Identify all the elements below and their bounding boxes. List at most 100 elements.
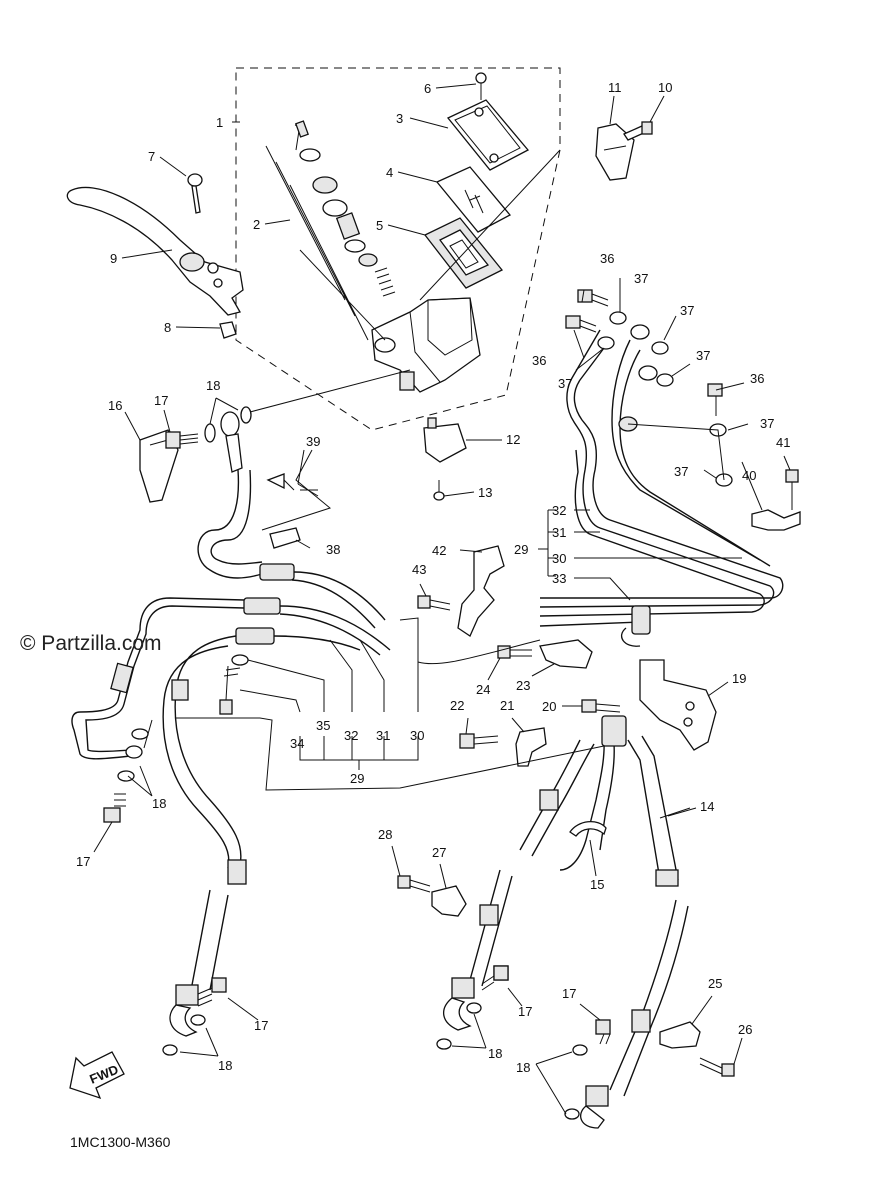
diaphragm-plate-part: [435, 166, 512, 233]
callout-20: 20: [542, 699, 556, 714]
hose-fitting: [479, 904, 499, 926]
callout-43: 43: [412, 562, 426, 577]
callout-6: 6: [424, 81, 431, 96]
clamp-bolt-part: [397, 875, 431, 893]
callout-37-e: 37: [760, 416, 774, 431]
reservoir-screw-part: [475, 72, 487, 100]
callout-18-d: 18: [488, 1046, 502, 1061]
diagram-code-label: 1MC1300-M360: [70, 1134, 171, 1150]
guide-bolt-part: [699, 1057, 735, 1077]
bracket-bolt-part: [417, 595, 451, 611]
hose-joint-part: [515, 727, 547, 767]
callout-10: 10: [658, 80, 672, 95]
callout-29-a: 29: [514, 542, 528, 557]
callout-35: 35: [316, 718, 330, 733]
master-cylinder-body-part: [371, 297, 481, 393]
lever-nut-part: [219, 321, 237, 339]
callout-37-b: 37: [680, 303, 694, 318]
piston-kit-part: [294, 120, 396, 297]
callout-18-b: 18: [152, 796, 166, 811]
callout-30-b: 30: [410, 728, 424, 743]
callout-37-d: 37: [558, 376, 572, 391]
callout-5: 5: [376, 218, 383, 233]
hose-fitting: [539, 789, 559, 811]
callout-17-e: 17: [562, 986, 576, 1001]
callout-3: 3: [396, 111, 403, 126]
callout-7: 7: [148, 149, 155, 164]
callout-26: 26: [738, 1022, 752, 1037]
copper-washer-part: [597, 336, 615, 350]
gasket-part: [436, 1038, 452, 1050]
callout-22: 22: [450, 698, 464, 713]
callout-13: 13: [478, 485, 492, 500]
hose-clip-part: [539, 639, 593, 669]
callout-18-e: 18: [516, 1060, 530, 1075]
bracket-part: [457, 545, 505, 637]
hose-fitting: [631, 1009, 651, 1033]
callout-32-b: 32: [344, 728, 358, 743]
callout-12: 12: [506, 432, 520, 447]
pipe-clamp-part: [621, 605, 651, 647]
callout-17-b: 17: [76, 854, 90, 869]
joint-fittings-part: [235, 563, 391, 656]
callout-36-c: 36: [750, 371, 764, 386]
callout-19: 19: [732, 671, 746, 686]
callout-8: 8: [164, 320, 171, 335]
gasket-part: [466, 1002, 482, 1014]
callout-14: 14: [700, 799, 714, 814]
hose-fitting: [227, 859, 247, 885]
gasket-part: [204, 423, 216, 443]
callout-27: 27: [432, 845, 446, 860]
callout-1: 1: [216, 115, 223, 130]
union-bolt-part: [197, 977, 227, 1007]
holder-clamp-part: [595, 123, 635, 181]
brake-hose-upper: [197, 469, 263, 579]
gasket-part: [162, 1044, 178, 1056]
callout-30-a: 30: [552, 551, 566, 566]
gasket-part: [572, 1044, 588, 1056]
union-bolt-part: [565, 315, 597, 333]
callout-24: 24: [476, 682, 490, 697]
callout-36-b: 36: [532, 353, 546, 368]
bracket-bolt-part: [581, 699, 621, 713]
hose-guide-part: [659, 1021, 701, 1049]
brake-lever-part: [66, 186, 244, 316]
brake-hose-left-long: [174, 635, 242, 866]
pipe-fitting-left: [110, 662, 143, 759]
callout-21: 21: [500, 698, 514, 713]
hose-clamp-bracket-part: [431, 885, 467, 917]
callout-29-b: 29: [350, 771, 364, 786]
callout-42: 42: [432, 543, 446, 558]
hose-clamp-part: [266, 473, 319, 549]
callout-28: 28: [378, 827, 392, 842]
union-bolt-part: [595, 1019, 611, 1045]
hose-clamp-part: [569, 821, 607, 837]
brake-hose-right-long: [627, 735, 679, 887]
joint-bracket-part: [639, 659, 717, 751]
callout-31-b: 31: [376, 728, 390, 743]
callout-18-c: 18: [218, 1058, 232, 1073]
callout-33: 33: [552, 571, 566, 586]
callout-25: 25: [708, 976, 722, 991]
callout-15: 15: [590, 877, 604, 892]
lever-pivot-bolt-part: [187, 173, 203, 214]
caliper-banjo-center: [443, 977, 475, 1031]
callout-17-a: 17: [154, 393, 168, 408]
gasket-part: [564, 1108, 580, 1120]
union-bolt-part: [577, 289, 609, 307]
union-bolt-part: [103, 793, 126, 823]
banjo-fitting-part: [220, 411, 243, 473]
partzilla-watermark: © Partzilla.com: [20, 632, 162, 655]
brake-switch-part: [423, 417, 467, 463]
callout-31-a: 31: [552, 525, 566, 540]
callout-40: 40: [742, 468, 756, 483]
gasket-part: [117, 770, 135, 782]
callout-32-a: 32: [552, 503, 566, 518]
fwd-arrow-icon: FWD: [69, 1051, 125, 1100]
copper-washer-part: [609, 311, 627, 325]
holder-bolt-part: [623, 121, 653, 141]
callout-37-a: 37: [634, 271, 648, 286]
union-bolt-part: [707, 383, 723, 416]
gasket-part: [190, 1014, 206, 1026]
hose-fitting: [601, 715, 627, 747]
